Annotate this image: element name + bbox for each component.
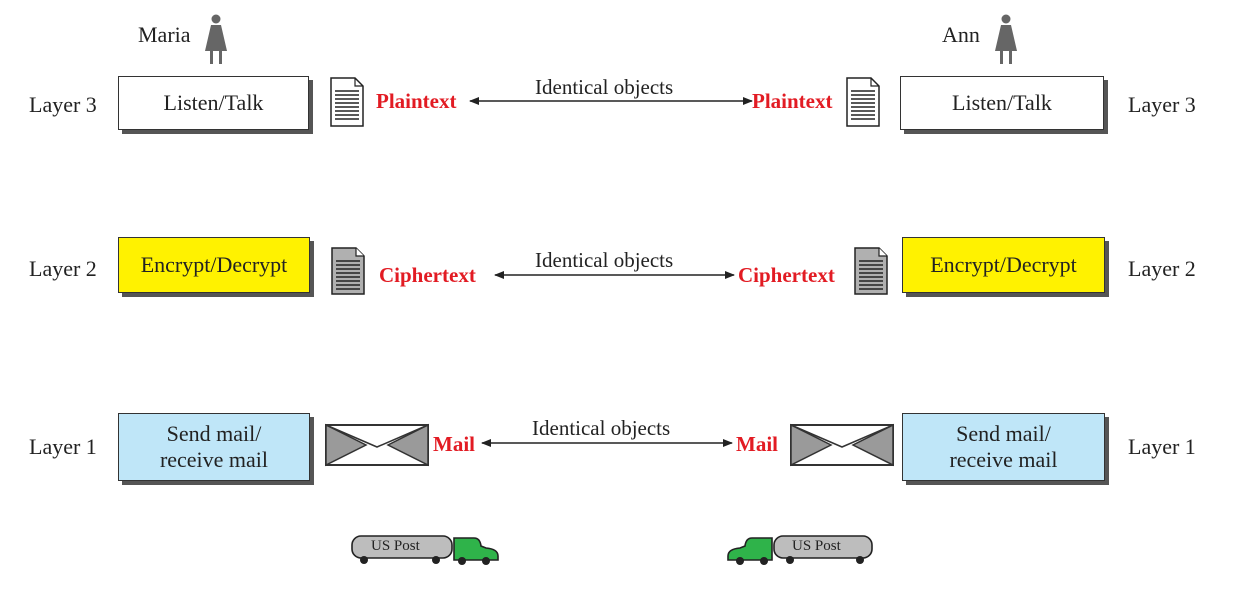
layer2-right-box-text: Encrypt/Decrypt (930, 252, 1077, 277)
document-icon (331, 247, 365, 295)
person-icon (995, 14, 1017, 64)
layer3-right-label: Layer 3 (1128, 92, 1196, 117)
document-icon (846, 77, 880, 127)
layer1-right-box: Send mail/ receive mail (902, 413, 1105, 481)
layer2-right-box: Encrypt/Decrypt (902, 237, 1105, 293)
layer1-left-box: Send mail/ receive mail (118, 413, 310, 481)
layer1-right-label: Layer 1 (1128, 434, 1196, 459)
layer3-relation: Identical objects (535, 75, 674, 99)
layer1-right-box-text: Send mail/ receive mail (949, 421, 1058, 472)
envelope-icon (790, 423, 894, 467)
layer2-left-box-text: Encrypt/Decrypt (140, 252, 288, 277)
layer1-relation: Identical objects (532, 416, 671, 440)
layer2-right-label: Layer 2 (1128, 256, 1196, 281)
layer2-relation: Identical objects (535, 248, 674, 272)
document-icon (330, 77, 364, 127)
layer1-right-object: Mail (736, 432, 778, 456)
right-truck-label: US Post (792, 538, 841, 554)
layer3-left-object: Plaintext (376, 89, 457, 113)
layer3-left-box-text: Listen/Talk (163, 90, 264, 115)
envelope-icon (325, 423, 429, 467)
layer3-right-object: Plaintext (752, 89, 833, 113)
truck-icon (351, 535, 499, 565)
person-icon (205, 14, 227, 64)
layer3-left-label: Layer 3 (29, 92, 97, 117)
left-truck-label: US Post (371, 538, 420, 554)
right-person-name: Ann (942, 22, 980, 47)
document-icon (854, 247, 888, 295)
layer2-left-label: Layer 2 (29, 256, 97, 281)
layer3-right-box-text: Listen/Talk (952, 90, 1052, 115)
truck-icon (727, 535, 873, 565)
layer2-right-object: Ciphertext (738, 263, 835, 287)
layer2-left-object: Ciphertext (379, 263, 476, 287)
layer1-left-object: Mail (433, 432, 475, 456)
layer3-left-box: Listen/Talk (118, 76, 309, 130)
layer1-left-box-text: Send mail/ receive mail (159, 421, 269, 472)
layer2-left-box: Encrypt/Decrypt (118, 237, 310, 293)
layer3-right-box: Listen/Talk (900, 76, 1104, 130)
layer1-left-label: Layer 1 (29, 434, 97, 459)
left-person-name: Maria (138, 22, 191, 47)
